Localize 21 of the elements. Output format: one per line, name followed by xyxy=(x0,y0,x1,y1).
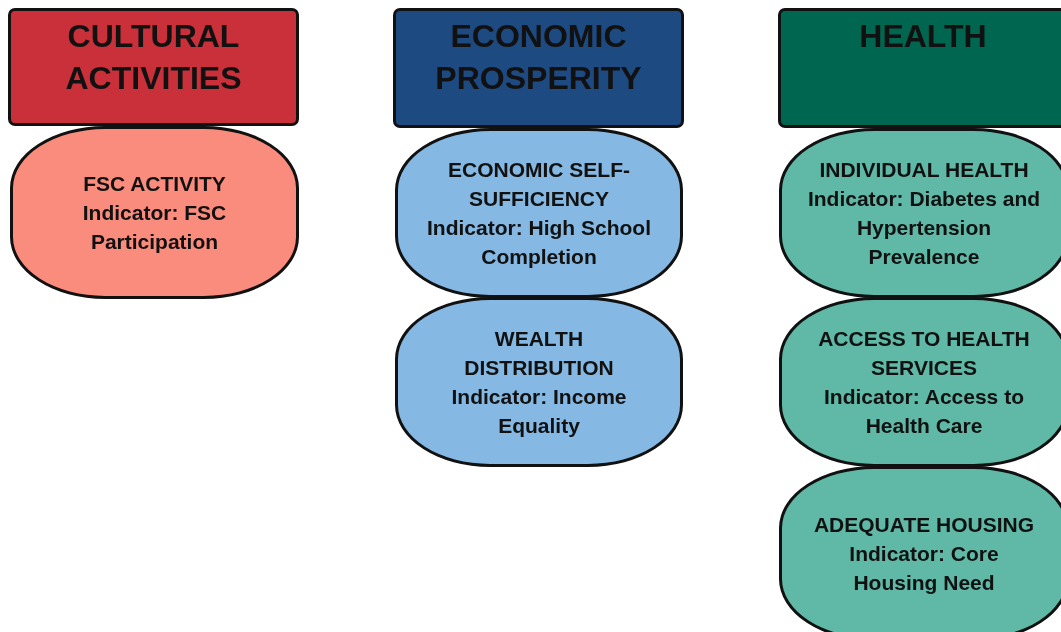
indicator-pill xyxy=(779,466,1061,632)
category-header-box xyxy=(8,8,299,126)
category-title: HEALTH xyxy=(859,17,987,56)
pill-heading: ADEQUATE HOUSING xyxy=(813,512,1035,538)
category-title: CULTURAL ACTIVITIES xyxy=(64,17,243,98)
indicator-pill xyxy=(779,297,1061,467)
category-title: ECONOMIC PROSPERITY xyxy=(434,17,643,98)
pill-heading: ACCESS TO HEALTH SERVICES xyxy=(817,326,1031,381)
indicator-pill xyxy=(779,128,1061,298)
pill-heading: ECONOMIC SELF-SUFFICIENCY xyxy=(447,157,631,212)
indicator-text: Indicator: Income Equality xyxy=(450,384,628,439)
pill-heading: FSC ACTIVITY xyxy=(83,171,226,197)
indicator-text: Indicator: High School Completion xyxy=(426,215,652,270)
indicator-text: Indicator: Access to Health Care xyxy=(823,384,1025,439)
pill-heading: INDIVIDUAL HEALTH xyxy=(819,157,1029,183)
category-header-box xyxy=(778,8,1061,128)
pill-heading: WEALTH DISTRIBUTION xyxy=(463,326,615,381)
indicator-text: Indicator: FSC Participation xyxy=(81,200,228,255)
category-header-box xyxy=(393,8,684,128)
indicator-text: Indicator: Diabetes and Hypertension Prevalence xyxy=(806,186,1042,270)
indicator-text: Indicator: Core Housing Need xyxy=(848,541,1000,596)
